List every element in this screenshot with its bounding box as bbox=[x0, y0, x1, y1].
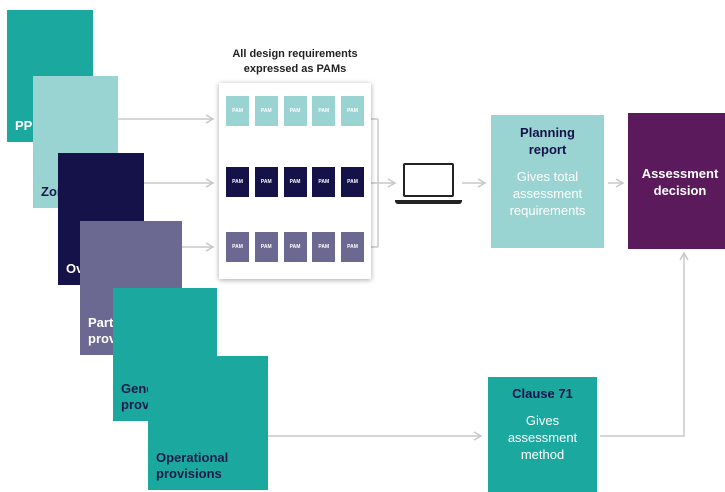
clause71-text: Gives assessment method bbox=[507, 413, 578, 462]
pam-tile: PAM bbox=[283, 96, 307, 126]
card-operational-label: Operational provisions bbox=[156, 450, 229, 481]
pam-heading: All design requirements expressed as PAM… bbox=[232, 48, 358, 75]
arrow-head bbox=[477, 178, 487, 188]
pam-row-teal: PAM PAM PAM PAM PAM bbox=[226, 96, 364, 126]
clause71-box: Clause 71 Gives assessment method bbox=[488, 377, 597, 492]
assessment-decision-box: Assessment decision bbox=[628, 113, 725, 249]
pam-tile: PAM bbox=[283, 232, 307, 262]
card-operational-provisions: Operational provisions bbox=[148, 356, 268, 490]
planning-report-box: Planning report Gives total assessment r… bbox=[491, 115, 604, 248]
planning-report-title: Planning report bbox=[520, 125, 575, 157]
pam-tile: PAM bbox=[341, 232, 364, 262]
pam-tile: PAM bbox=[254, 167, 278, 197]
arrow-clause71-to-decision bbox=[600, 254, 685, 437]
clause71-title: Clause 71 bbox=[512, 386, 573, 401]
arrow-head bbox=[205, 114, 215, 124]
pam-tile: PAM bbox=[312, 96, 336, 126]
arrow-head bbox=[473, 431, 483, 441]
pam-tile: PAM bbox=[283, 167, 307, 197]
arrow-head bbox=[205, 242, 215, 252]
pam-row-slate: PAM PAM PAM PAM PAM bbox=[226, 232, 364, 262]
pam-panel: PAM PAM PAM PAM PAM PAM PAM PAM PAM PAM … bbox=[219, 83, 371, 279]
pam-tile: PAM bbox=[341, 167, 364, 197]
pam-tile: PAM bbox=[341, 96, 364, 126]
pam-tile: PAM bbox=[254, 96, 278, 126]
arrow-head bbox=[205, 178, 215, 188]
laptop-base bbox=[395, 200, 462, 204]
arrow-head bbox=[679, 251, 689, 261]
planning-report-text: Gives total assessment requirements bbox=[509, 169, 586, 218]
laptop-screen bbox=[403, 163, 454, 197]
pam-tile: PAM bbox=[254, 232, 278, 262]
assessment-decision-title: Assessment decision bbox=[641, 166, 719, 198]
pam-tile: PAM bbox=[312, 167, 336, 197]
pam-tile: PAM bbox=[312, 232, 336, 262]
pam-tile: PAM bbox=[226, 232, 249, 262]
arrow-head bbox=[387, 178, 397, 188]
arrow-head bbox=[615, 178, 625, 188]
pam-tile: PAM bbox=[226, 96, 249, 126]
pam-tile: PAM bbox=[226, 167, 249, 197]
pam-row-navy: PAM PAM PAM PAM PAM bbox=[226, 167, 364, 197]
